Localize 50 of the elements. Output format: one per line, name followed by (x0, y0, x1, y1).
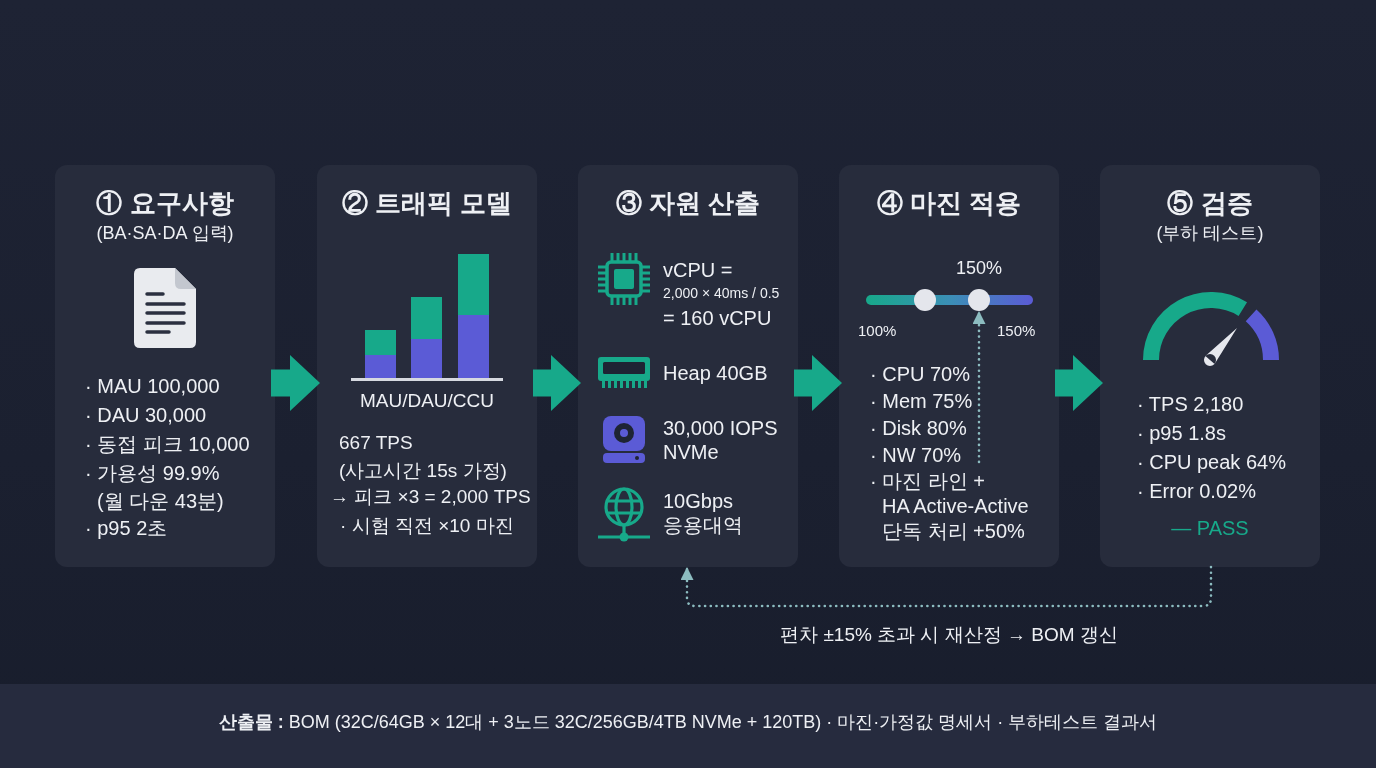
bullet-item: · 동접 피크 10,000 (85, 432, 250, 457)
formula-text: vCPU = (663, 257, 733, 283)
metric-text: Heap 40GB (663, 360, 768, 386)
bullet-item: · 가용성 99.9% (월 다운 43분) (85, 461, 224, 514)
scale-label: 150% (997, 321, 1036, 341)
status-label: — PASS (1171, 515, 1249, 541)
bullet-item: · DAU 30,000 (85, 403, 207, 428)
bullet-item: · 시험 직전 ×10 마진 (340, 514, 514, 538)
bullet-item: · CPU 70% (870, 361, 971, 387)
formula-text: = 160 vCPU (663, 305, 772, 331)
metric-text: 667 TPS (사고시간 15s 가정) (339, 431, 507, 483)
card-title: ② 트래픽 모델 (341, 186, 513, 220)
bullet-item: · Disk 80% (870, 415, 967, 441)
bullet-item: · TPS 2,180 (1137, 392, 1244, 417)
bullet-item: · Error 0.02% (1137, 479, 1256, 504)
step-card (55, 165, 275, 567)
step-card (578, 165, 798, 567)
formula-text: 2,000 × 40ms / 0.5 (663, 283, 780, 303)
pointer-arrow (972, 309, 986, 464)
block-arrow (533, 355, 581, 411)
card-title: ③ 자원 산출 (615, 186, 761, 220)
step-card (839, 165, 1059, 567)
card-title: ④ 마진 적용 (876, 186, 1022, 220)
metric-text: 30,000 IOPS NVMe (663, 416, 778, 464)
slider-value-label: 150% (956, 257, 1002, 280)
metric-text: → 피크 ×3 = 2,000 TPS (330, 485, 531, 509)
scale-label: 100% (858, 321, 897, 341)
block-arrow (271, 355, 320, 411)
step-card (317, 165, 537, 567)
card-title: ① 요구사항 (96, 186, 234, 220)
edge-label: 편차 ±15% 초과 시 재산정 → BOM 갱신 (780, 623, 1118, 647)
bullet-item: · NW 70% (870, 442, 962, 468)
bullet-item: · MAU 100,000 (85, 374, 220, 399)
slider-thumb (968, 289, 990, 311)
card-subtitle: (BA·SA·DA 입력) (96, 222, 234, 245)
bullet-item: · CPU peak 64% (1137, 450, 1286, 475)
footer-text: 산출물 : BOM (32C/64GB × 12대 + 3노드 32C/256GB/4TB NVMe + 120TB) · 마진·가정값 명세서 · 부하테스트 결과서 (218, 711, 1158, 734)
bullet-item: · Mem 75% (870, 388, 973, 414)
axis-label: MAU/DAU/CCU (359, 389, 495, 413)
card-subtitle: (부하 테스트) (1156, 222, 1264, 245)
block-arrow (1055, 355, 1103, 411)
step-card (1100, 165, 1320, 567)
block-arrow (794, 355, 842, 411)
bullet-item: · p95 1.8s (1137, 421, 1226, 446)
bullet-item: · 마진 라인 + HA Active-Active 단독 처리 +50% (870, 468, 1029, 544)
slider-thumb (914, 289, 936, 311)
bullet-item: · p95 2초 (85, 516, 168, 541)
metric-text: 10Gbps 응용대역 (663, 489, 743, 537)
card-title: ⑤ 검증 (1167, 186, 1253, 220)
feedback-arrow (680, 565, 1213, 608)
